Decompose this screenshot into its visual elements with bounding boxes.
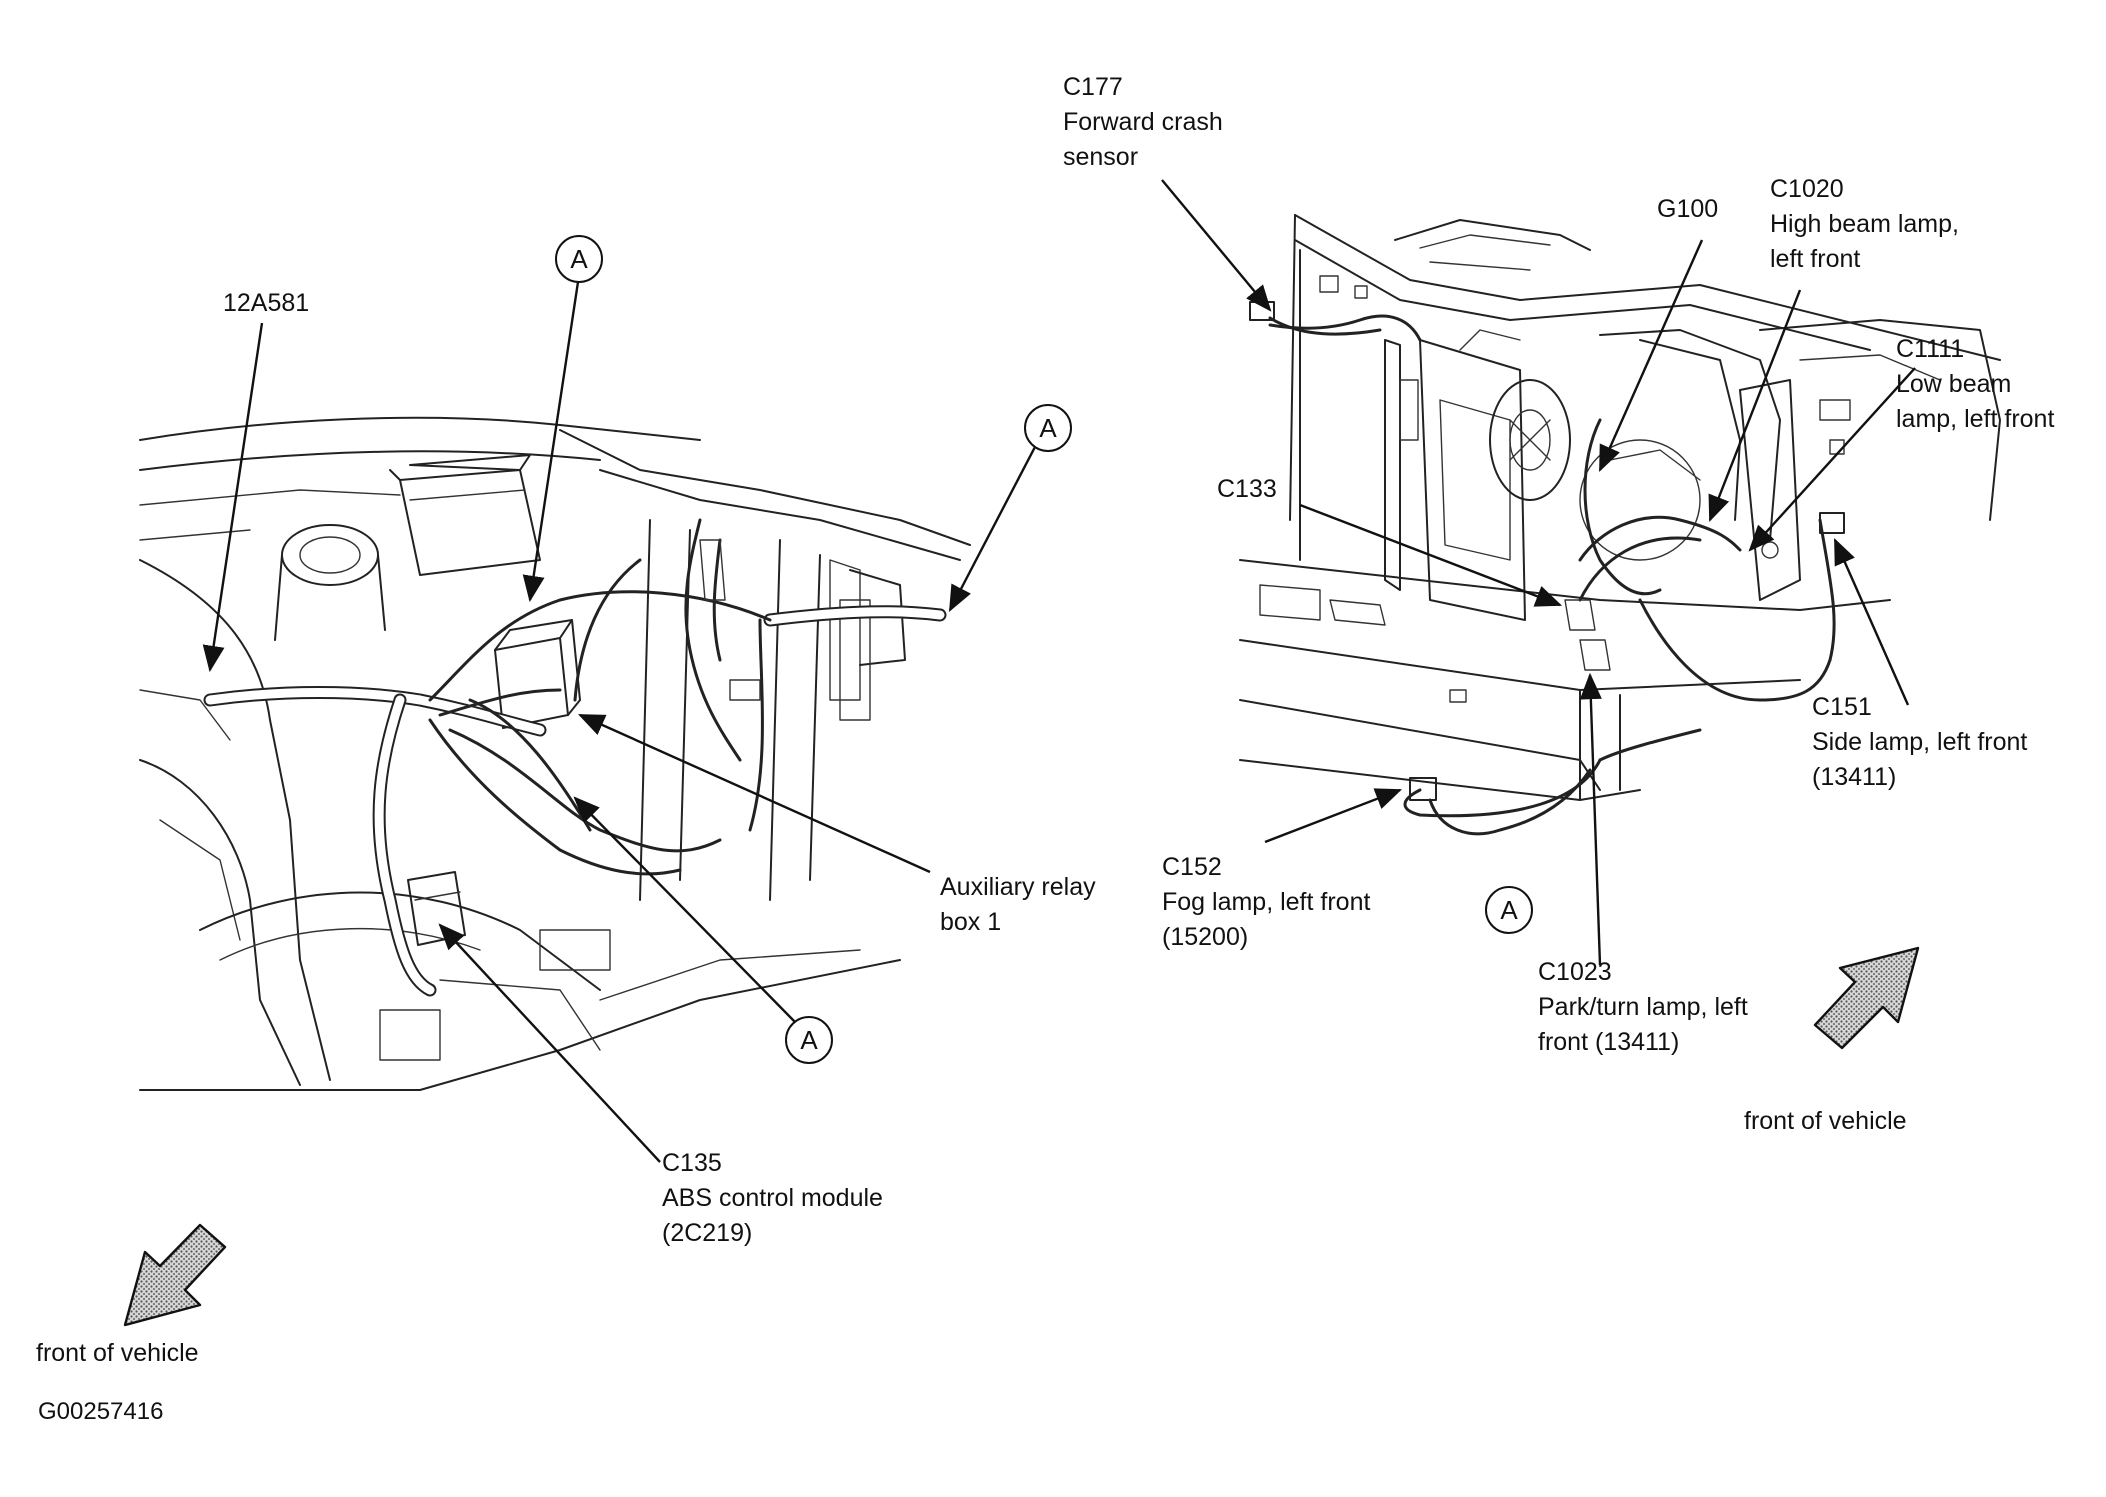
callout-a-top: A — [555, 235, 603, 283]
label-c177: C177 Forward crash sensor — [1063, 70, 1223, 175]
label-c1111: C1111 Low beam lamp, left front — [1896, 332, 2054, 437]
label-auxiliary-relay-line2: box 1 — [940, 908, 1002, 936]
front-of-vehicle-arrow-right — [1813, 946, 1920, 1050]
label-c1023-line2: Park/turn lamp, left — [1538, 993, 1748, 1021]
label-figure-id-text: G00257416 — [38, 1398, 164, 1425]
label-c1023: C1023 Park/turn lamp, left front (13411) — [1538, 955, 1748, 1060]
callout-a-top-text: A — [570, 244, 588, 274]
label-c1111-line1: C1111 — [1896, 335, 1965, 363]
label-c135-line3: (2C219) — [662, 1219, 753, 1247]
label-front-of-vehicle-right: front of vehicle — [1744, 1104, 1907, 1139]
label-g100: G100 — [1657, 192, 1718, 227]
label-c152-line1: C152 — [1162, 853, 1222, 881]
label-c133: C133 — [1217, 472, 1277, 507]
label-figure-id: G00257416 — [38, 1394, 163, 1429]
callout-a-right-view-text: A — [1500, 895, 1518, 925]
label-c151-line3: (13411) — [1812, 763, 1897, 791]
label-c135-line2: ABS control module — [662, 1184, 883, 1212]
label-12a581-text: 12A581 — [223, 289, 310, 317]
callout-a-right: A — [1024, 404, 1072, 452]
label-front-of-vehicle-left: front of vehicle — [36, 1336, 199, 1371]
label-front-of-vehicle-right-text: front of vehicle — [1744, 1107, 1907, 1135]
label-c177-line2: Forward crash — [1063, 108, 1223, 136]
label-c151-line1: C151 — [1812, 693, 1872, 721]
label-c135: C135 ABS control module (2C219) — [662, 1146, 883, 1251]
label-c152: C152 Fog lamp, left front (15200) — [1162, 850, 1370, 955]
label-12a581: 12A581 — [223, 286, 309, 321]
label-c1020-line3: left front — [1770, 245, 1861, 273]
callout-a-bottom: A — [785, 1016, 833, 1064]
label-c177-line3: sensor — [1063, 143, 1139, 171]
label-c1111-line3: lamp, left front — [1896, 405, 2055, 433]
label-c152-line3: (15200) — [1162, 923, 1249, 951]
label-c152-line2: Fog lamp, left front — [1162, 888, 1371, 916]
label-auxiliary-relay-line1: Auxiliary relay — [940, 873, 1096, 901]
label-g100-text: G100 — [1657, 195, 1719, 223]
leader-lines — [202, 179, 1916, 1163]
label-c177-line1: C177 — [1063, 73, 1123, 101]
label-c1020-line1: C1020 — [1770, 175, 1844, 203]
front-of-vehicle-arrow-left — [123, 1223, 227, 1327]
side-lamp-connector — [1819, 512, 1845, 534]
label-c1111-line2: Low beam — [1896, 370, 2012, 398]
label-c1020-line2: High beam lamp, — [1770, 210, 1959, 238]
label-c1023-line1: C1023 — [1538, 958, 1612, 986]
callout-a-bottom-text: A — [800, 1025, 818, 1055]
left-engine-compartment-drawing — [139, 416, 971, 1091]
label-c1020: C1020 High beam lamp, left front — [1770, 172, 1959, 277]
label-auxiliary-relay-box: Auxiliary relay box 1 — [940, 870, 1096, 940]
fog-lamp-connector — [1409, 768, 1592, 836]
label-front-of-vehicle-left-text: front of vehicle — [36, 1339, 199, 1367]
label-c1023-line3: front (13411) — [1538, 1028, 1680, 1056]
callout-a-right-text: A — [1039, 413, 1057, 443]
label-c133-text: C133 — [1217, 475, 1277, 503]
label-c151: C151 Side lamp, left front (13411) — [1812, 690, 2027, 795]
label-c151-line2: Side lamp, left front — [1812, 728, 2028, 756]
callout-a-right-view: A — [1485, 886, 1533, 934]
label-c135-line1: C135 — [662, 1149, 722, 1177]
